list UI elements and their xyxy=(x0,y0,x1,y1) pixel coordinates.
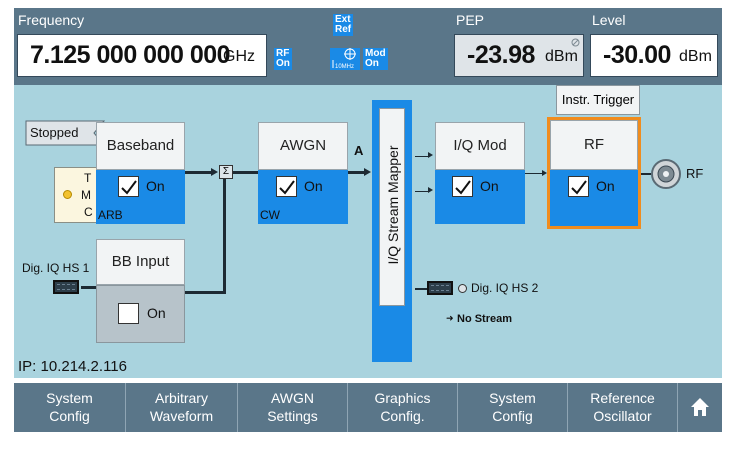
frequency-label: Frequency xyxy=(18,12,85,28)
baseband-on-label: On xyxy=(146,178,165,194)
frequency-value: 7.125 000 000 000 xyxy=(30,41,231,69)
stopped-status-tag[interactable]: Stopped xyxy=(25,120,105,146)
pep-unit: dBm xyxy=(545,48,578,65)
block-diagram: Stopped T M C Baseband On ARB BB Input O… xyxy=(14,85,722,378)
line-bbinput-out xyxy=(185,291,225,294)
frequency-unit: GHz xyxy=(223,48,255,65)
dig-iq-hs2-connector-icon[interactable] xyxy=(427,281,453,295)
arrow-mapper-iqmod-1 xyxy=(428,152,433,158)
bb-input-on-label: On xyxy=(147,305,166,321)
rf-on-label: On xyxy=(596,178,615,194)
pep-field: -23.98 dBm xyxy=(454,34,584,77)
rf-block[interactable]: On xyxy=(550,170,638,226)
stream-mapper-label: I/Q Stream Mapper xyxy=(385,145,401,265)
arrow-baseband-sum xyxy=(211,168,218,176)
sum-node-icon: Σ xyxy=(219,165,233,179)
dig-iq-hs1-connector-icon[interactable] xyxy=(53,280,79,294)
level-label: Level xyxy=(592,12,626,28)
line-mapper-iqmod-2 xyxy=(415,191,429,192)
awgn-cw-label: CW xyxy=(260,208,280,222)
frequency-field[interactable]: 7.125 000 000 000 GHz xyxy=(17,34,267,77)
arrow-mapper-iqmod-2 xyxy=(428,187,433,193)
rf-block-title[interactable]: RF xyxy=(550,120,638,170)
line-awgn-to-mapper xyxy=(348,171,365,174)
reference-clock-icon: 10MHz xyxy=(330,48,360,70)
right-arrow-icon: ➜ xyxy=(446,313,454,323)
line-mapper-to-hs2 xyxy=(415,288,427,290)
path-a-label: A xyxy=(354,143,364,158)
line-sum-to-awgn xyxy=(233,171,258,174)
baseband-block-title[interactable]: Baseband xyxy=(96,122,185,170)
arrow-iqmod-rf xyxy=(542,170,547,176)
iq-mod-block[interactable]: On xyxy=(435,170,525,224)
bb-input-block-title[interactable]: BB Input xyxy=(96,239,185,285)
iq-mod-on-label: On xyxy=(480,178,499,194)
line-rf-out xyxy=(641,173,651,175)
iq-mod-block-title[interactable]: I/Q Mod xyxy=(435,122,525,170)
arrow-awgn-mapper xyxy=(364,168,371,176)
awgn-block[interactable]: On CW xyxy=(258,170,348,224)
instr-trigger-button[interactable]: Instr. Trigger xyxy=(556,85,640,115)
line-iqmod-to-rf xyxy=(525,173,543,174)
home-icon xyxy=(691,398,709,416)
rf-block-highlight xyxy=(547,117,641,229)
baseband-block[interactable]: On ARB xyxy=(96,170,185,224)
pep-label: PEP xyxy=(456,12,485,28)
marker-indicator-icon xyxy=(63,190,72,199)
level-unit: dBm xyxy=(679,48,712,65)
dig-iq-hs2-indicator-icon xyxy=(458,284,467,293)
dig-iq-hs2-label: Dig. IQ HS 2 xyxy=(471,281,539,295)
awgn-on-checkbox[interactable] xyxy=(276,176,297,197)
awgn-on-label: On xyxy=(304,178,323,194)
home-button[interactable] xyxy=(678,383,722,432)
baseband-on-checkbox[interactable] xyxy=(118,176,139,197)
no-stream-label: No Stream xyxy=(457,313,513,325)
pep-value: -23.98 xyxy=(467,41,535,69)
iq-mod-on-checkbox[interactable] xyxy=(452,176,473,197)
pep-disabled-icon xyxy=(571,38,580,47)
baseband-arb-label: ARB xyxy=(98,208,123,222)
trigger-marker-clock-box[interactable]: T M C xyxy=(54,167,97,223)
ip-address: IP: 10.214.2.116 xyxy=(18,358,127,375)
level-field[interactable]: -30.00 dBm xyxy=(590,34,718,77)
dig-iq-hs1-label: Dig. IQ HS 1 xyxy=(22,261,90,275)
bb-input-block[interactable]: On xyxy=(96,285,185,343)
awgn-block-title[interactable]: AWGN xyxy=(258,122,348,170)
level-value: -30.00 xyxy=(603,41,671,69)
bb-input-on-checkbox[interactable] xyxy=(118,303,139,324)
rf-output-label: RF xyxy=(686,166,704,181)
line-mapper-iqmod-1 xyxy=(415,156,429,157)
rf-output-connector-icon[interactable] xyxy=(650,158,682,190)
line-bbinput-up xyxy=(223,179,226,294)
line-hs1-to-bbinput xyxy=(81,286,96,289)
rf-on-checkbox[interactable] xyxy=(568,176,589,197)
line-baseband-to-sum xyxy=(185,171,211,174)
iq-stream-mapper[interactable]: I/Q Stream Mapper xyxy=(372,100,412,362)
